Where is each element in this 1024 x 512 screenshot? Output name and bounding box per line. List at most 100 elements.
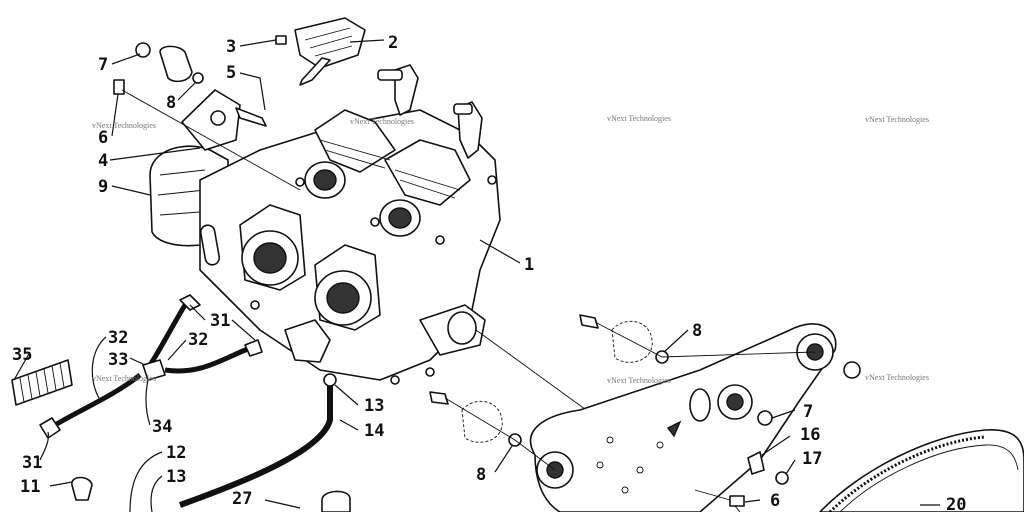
mount-plate-group [429, 314, 861, 512]
plug-cap-right [457, 101, 483, 159]
drive-belt [819, 429, 1024, 512]
hose-clamp-13 [323, 373, 337, 387]
plug-lead-left [377, 69, 403, 81]
callout-11: 11 [20, 477, 40, 497]
callout-13-right: 13 [364, 396, 384, 416]
callout-35: 35 [12, 345, 32, 365]
rubber-mount [159, 45, 193, 83]
fuel-hose-right [164, 345, 251, 374]
watermark-1: vNext Technologies [92, 121, 156, 130]
belt-inner [839, 444, 1019, 512]
callout-8-upper: 8 [166, 93, 176, 113]
fuel-clamp-right [244, 339, 263, 357]
callout-8-lower: 8 [476, 465, 486, 485]
carb-boot-left-bore [253, 242, 287, 274]
lift-handle [294, 17, 366, 69]
impulse-hose [178, 385, 333, 508]
bolt-6-lower [729, 495, 745, 507]
callout-14: 14 [364, 421, 384, 441]
belt-outer [819, 429, 1024, 512]
mount-ghost-lower [461, 400, 503, 443]
head-fins [319, 139, 461, 199]
callout-1: 1 [524, 255, 534, 275]
bracket-hole [210, 110, 226, 126]
watermark-3: vNext Technologies [607, 114, 671, 123]
engine-bolts [250, 175, 497, 385]
callout-31-upper: 31 [210, 311, 230, 331]
callout-6-lower: 6 [770, 491, 780, 511]
intake-port-upper-right-bore [388, 207, 412, 229]
spring [11, 359, 73, 406]
watermark-4: vNext Technologies [865, 115, 929, 124]
plug-lead-right [453, 103, 473, 115]
lift-handle-group [113, 17, 366, 191]
nut-7-lower [757, 410, 773, 426]
pto-shaft-end [447, 311, 477, 345]
hose-clamp-11 [71, 476, 93, 501]
callout-33: 33 [108, 350, 128, 370]
plate-slot [689, 388, 711, 422]
pto-axis-line [475, 329, 601, 421]
callout-13-lower: 13 [166, 467, 186, 487]
callout-7-upper: 7 [98, 55, 108, 75]
callout-17: 17 [802, 449, 822, 469]
watermark-7: vNext Technologies [865, 373, 929, 382]
stud-bolt-lower [429, 391, 449, 405]
callout-31-lower: 31 [22, 453, 42, 473]
mount-bolt [113, 79, 125, 95]
watermark-2: vNext Technologies [350, 117, 414, 126]
watermark-5: vNext Technologies [92, 374, 156, 383]
cover-slot [199, 224, 221, 266]
callout-16: 16 [800, 425, 820, 445]
plate-mount-middle-hole [726, 393, 744, 411]
fuel-hose-upper [147, 303, 188, 367]
upper-axis-line [594, 321, 816, 358]
handle-screw [275, 35, 287, 45]
callout-6-upper: 6 [98, 128, 108, 148]
bolt-17 [775, 471, 789, 485]
callout-7-lower: 7 [803, 402, 813, 422]
mount-ghost-upper [611, 320, 653, 363]
plate-arrow [666, 420, 682, 438]
callout-32-right: 32 [188, 330, 208, 350]
callout-12: 12 [166, 443, 186, 463]
fuel-tee [142, 359, 166, 381]
callout-2: 2 [388, 33, 398, 53]
lift-handle-grips [304, 27, 353, 57]
callout-3: 3 [226, 37, 236, 57]
mount-washer [192, 72, 204, 84]
mount-axis-line [121, 89, 301, 191]
engine-assembly [149, 64, 601, 421]
cylinder-head-right [384, 139, 471, 206]
fuel-line-group [11, 294, 351, 512]
plate-holes [596, 436, 664, 494]
callout-labels: 1 2 3 4 5 6 6 7 7 8 8 8 9 11 12 13 13 14… [12, 33, 966, 512]
cylinder-head-left [314, 109, 396, 173]
watermarks: vNext Technologies vNext Technologies vN… [92, 114, 929, 385]
fuel-pump [284, 319, 331, 363]
mount-nut [135, 42, 151, 58]
air-cover-ribs [157, 169, 206, 216]
lower-axis-line [444, 397, 556, 471]
fuel-clamp-left [39, 417, 61, 439]
motor-plate [529, 323, 837, 512]
watermark-6: vNext Technologies [607, 376, 671, 385]
callout-5: 5 [226, 63, 236, 83]
bracket-bolt [235, 107, 267, 127]
callout-8-right: 8 [692, 321, 702, 341]
callout-34: 34 [152, 417, 172, 437]
stud-bolt-upper [579, 314, 599, 329]
callout-32-left: 32 [108, 328, 128, 348]
callout-4: 4 [98, 151, 108, 171]
nut-7-upper [843, 361, 861, 379]
part-27 [321, 490, 351, 512]
callout-9: 9 [98, 177, 108, 197]
fuel-hose-lower [53, 373, 142, 428]
leader-lines [13, 39, 940, 512]
belt-teeth [828, 435, 986, 512]
handle-stem [299, 57, 331, 86]
callout-27: 27 [232, 489, 252, 509]
callout-20: 20 [946, 495, 966, 512]
